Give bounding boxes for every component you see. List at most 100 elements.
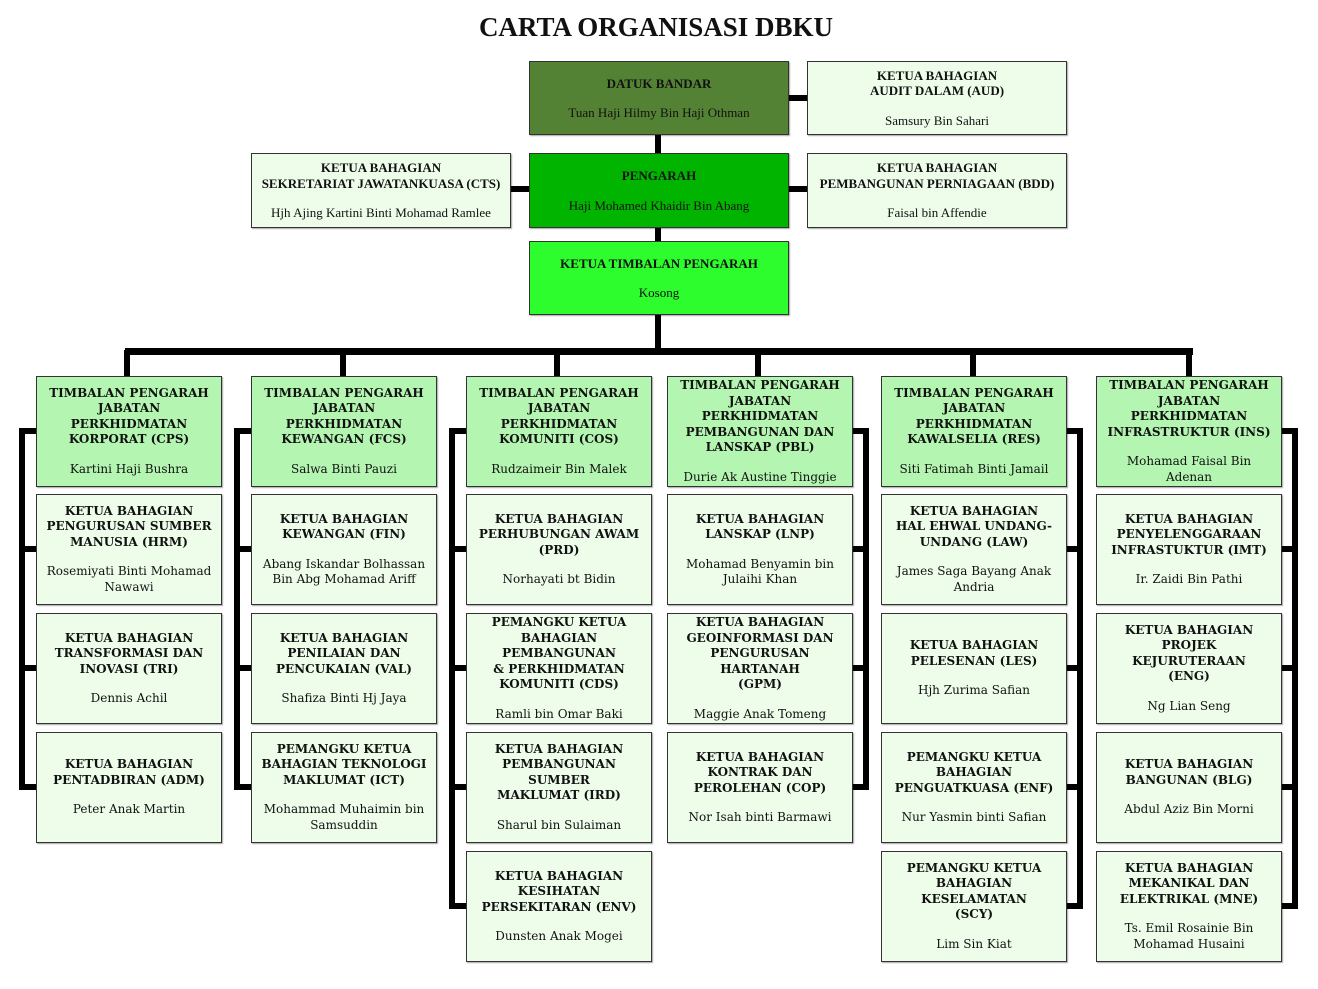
- connector-datuk-audit: [788, 95, 808, 101]
- connector-stub: [1067, 665, 1083, 671]
- node-division[interactable]: KETUA BAHAGIAN PENGURUSAN SUMBER MANUSIA…: [36, 494, 222, 605]
- node-audit[interactable]: KETUA BAHAGIAN AUDIT DALAM (AUD) Samsury…: [807, 61, 1067, 135]
- node-title: KETUA BAHAGIAN PERHUBUNGAN AWAM (PRD): [478, 511, 640, 557]
- node-name: Tuan Haji Hilmy Bin Haji Othman: [568, 105, 750, 120]
- connector-stub: [1282, 428, 1298, 434]
- node-name: Norhayati bt Bidin: [502, 572, 616, 586]
- connector-bus: [125, 348, 1193, 355]
- node-name: Kosong: [638, 285, 680, 300]
- node-division[interactable]: KETUA BAHAGIAN HAL EHWAL UNDANG- UNDANG …: [881, 494, 1067, 605]
- node-name: Dunsten Anak Mogei: [495, 929, 623, 943]
- node-name: Rudzaimeir Bin Malek: [491, 461, 627, 476]
- node-division[interactable]: KETUA BAHAGIAN PERHUBUNGAN AWAM (PRD) Nor…: [466, 494, 652, 605]
- connector-stub: [1067, 903, 1083, 909]
- connector-stub: [449, 784, 466, 790]
- node-cts[interactable]: KETUA BAHAGIAN SEKRETARIAT JAWATANKUASA …: [251, 153, 511, 228]
- node-name: Ir. Zaidi Bin Pathi: [1135, 572, 1243, 586]
- node-department-head[interactable]: TIMBALAN PENGARAH JABATAN PERKHIDMATAN K…: [251, 376, 437, 487]
- connector-bus-drop: [340, 350, 346, 377]
- node-title: KETUA BAHAGIAN KONTRAK DAN PEROLEHAN (CO…: [693, 749, 827, 795]
- node-name: Mohamad Faisal Bin Adenan: [1126, 454, 1252, 484]
- node-department-head[interactable]: TIMBALAN PENGARAH JABATAN PERKHIDMATAN K…: [466, 376, 652, 487]
- node-pengarah[interactable]: PENGARAH Haji Mohamed Khaidir Bin Abang: [529, 153, 789, 228]
- node-title: TIMBALAN PENGARAH JABATAN PERKHIDMATAN K…: [49, 385, 209, 447]
- connector-stub: [1067, 428, 1083, 434]
- node-title: KETUA BAHAGIAN BANGUNAN (BLG): [1124, 757, 1254, 787]
- node-department-head[interactable]: TIMBALAN PENGARAH JABATAN PERKHIDMATAN I…: [1096, 376, 1282, 487]
- node-department-head[interactable]: TIMBALAN PENGARAH JABATAN PERKHIDMATAN K…: [881, 376, 1067, 487]
- connector-pengarah-bdd: [788, 186, 808, 192]
- node-title: KETUA BAHAGIAN KESIHATAN PERSEKITARAN (E…: [481, 868, 637, 914]
- node-division[interactable]: KETUA BAHAGIAN PENILAIAN DAN PENCUKAIAN …: [251, 613, 437, 724]
- node-name: Salwa Binti Pauzi: [291, 461, 397, 476]
- node-name: Peter Anak Martin: [72, 802, 186, 817]
- node-department-head[interactable]: TIMBALAN PENGARAH JABATAN PERKHIDMATAN K…: [36, 376, 222, 487]
- node-bdd[interactable]: KETUA BAHAGIAN PEMBANGUNAN PERNIAGAAN (B…: [807, 153, 1067, 228]
- connector-stub: [19, 428, 36, 434]
- connector-stub: [449, 903, 466, 909]
- node-division[interactable]: PEMANGKU KETUA BAHAGIAN PENGUATKUASA (EN…: [881, 732, 1067, 843]
- node-name: Sharul bin Sulaiman: [496, 817, 622, 832]
- node-title: TIMBALAN PENGARAH JABATAN PERKHIDMATAN K…: [894, 385, 1054, 447]
- node-division[interactable]: KETUA BAHAGIAN PROJEK KEJURUTERAAN (ENG)…: [1096, 613, 1282, 724]
- node-ketua-timbalan-pengarah[interactable]: KETUA TIMBALAN PENGARAH Kosong: [529, 241, 789, 315]
- node-datuk-bandar[interactable]: DATUK BANDAR Tuan Haji Hilmy Bin Haji Ot…: [529, 61, 789, 135]
- node-title: PEMANGKU KETUA BAHAGIAN KESELAMATAN (SCY…: [906, 860, 1042, 922]
- connector-stub: [449, 428, 466, 434]
- node-division[interactable]: KETUA BAHAGIAN GEOINFORMASI DAN PENGURUS…: [667, 613, 853, 724]
- connector-stub: [1282, 546, 1298, 552]
- node-name: Durie Ak Austine Tinggie: [683, 469, 837, 484]
- node-name: Ts. Emil Rosainie Bin Mohamad Husaini: [1124, 921, 1254, 951]
- node-title: KETUA BAHAGIAN MEKANIKAL DAN ELEKTRIKAL …: [1119, 860, 1259, 906]
- node-name: James Saga Bayang Anak Andria: [896, 564, 1052, 594]
- node-name: Hjh Zurima Safian: [918, 683, 1030, 698]
- node-title: KETUA BAHAGIAN PENTADBIRAN (ADM): [53, 757, 205, 787]
- node-division[interactable]: KETUA BAHAGIAN KONTRAK DAN PEROLEHAN (CO…: [667, 732, 853, 843]
- node-name: Ramli bin Omar Baki: [495, 706, 623, 721]
- node-title: PEMANGKU KETUA BAHAGIAN TEKNOLOGI MAKLUM…: [261, 741, 427, 787]
- node-division[interactable]: PEMANGKU KETUA BAHAGIAN PEMBANGUNAN & PE…: [466, 613, 652, 724]
- node-division[interactable]: KETUA BAHAGIAN MEKANIKAL DAN ELEKTRIKAL …: [1096, 851, 1282, 962]
- node-title: KETUA BAHAGIAN LANSKAP (LNP): [695, 511, 825, 542]
- connector-stub: [19, 546, 36, 552]
- node-division[interactable]: PEMANGKU KETUA BAHAGIAN KESELAMATAN (SCY…: [881, 851, 1067, 962]
- node-title: PEMANGKU KETUA BAHAGIAN PENGUATKUASA (EN…: [894, 749, 1054, 795]
- node-name: Lim Sin Kiat: [936, 936, 1012, 951]
- node-division[interactable]: KETUA BAHAGIAN BANGUNAN (BLG)Abdul Aziz …: [1096, 732, 1282, 843]
- connector-stub: [234, 784, 251, 790]
- node-title: KETUA BAHAGIAN PENILAIAN DAN PENCUKAIAN …: [276, 630, 412, 676]
- node-title: KETUA BAHAGIAN PROJEK KEJURUTERAAN (ENG): [1124, 622, 1254, 684]
- node-division[interactable]: KETUA BAHAGIAN PELESENAN (LES)Hjh Zurima…: [881, 613, 1067, 724]
- connector-stub: [1067, 784, 1083, 790]
- node-division[interactable]: KETUA BAHAGIAN KESIHATAN PERSEKITARAN (E…: [466, 851, 652, 962]
- node-title: TIMBALAN PENGARAH JABATAN PERKHIDMATAN P…: [680, 378, 840, 454]
- node-title: KETUA BAHAGIAN TRANSFORMASI DAN INOVASI …: [54, 630, 204, 676]
- connector-stub: [853, 546, 869, 552]
- node-department-head[interactable]: TIMBALAN PENGARAH JABATAN PERKHIDMATAN P…: [667, 376, 853, 487]
- connector-stub: [449, 546, 466, 552]
- node-name: Kartini Haji Bushra: [69, 461, 189, 476]
- connector-spine: [19, 428, 25, 790]
- connector-bus-drop: [1186, 350, 1192, 377]
- node-title: KETUA BAHAGIAN PENGURUSAN SUMBER MANUSIA…: [46, 503, 212, 549]
- node-division[interactable]: KETUA BAHAGIAN PENTADBIRAN (ADM) Peter An…: [36, 732, 222, 843]
- connector-stub: [1282, 784, 1298, 790]
- node-title: PEMANGKU KETUA BAHAGIAN PEMBANGUNAN & PE…: [491, 615, 627, 691]
- node-division[interactable]: KETUA BAHAGIAN PEMBANGUNAN SUMBER MAKLUM…: [466, 732, 652, 843]
- node-title: DATUK BANDAR: [606, 75, 712, 91]
- node-name: Abang Iskandar Bolhassan Bin Abg Mohamad…: [262, 556, 426, 587]
- node-name: Shafiza Binti Hj Jaya: [281, 691, 407, 705]
- node-title: KETUA BAHAGIAN GEOINFORMASI DAN PENGURUS…: [686, 615, 834, 691]
- node-name: Hjh Ajing Kartini Binti Mohamad Ramlee: [271, 205, 491, 221]
- node-division[interactable]: KETUA BAHAGIAN LANSKAP (LNP)Mohamad Beny…: [667, 494, 853, 605]
- node-division[interactable]: KETUA BAHAGIAN TRANSFORMASI DAN INOVASI …: [36, 613, 222, 724]
- connector-stub: [853, 665, 869, 671]
- connector-bus-drop: [970, 350, 976, 377]
- connector-stub: [449, 665, 466, 671]
- node-division[interactable]: KETUA BAHAGIAN PENYELENGGARAAN INFRASTUK…: [1096, 494, 1282, 605]
- node-division[interactable]: KETUA BAHAGIAN KEWANGAN (FIN)Abang Iskan…: [251, 494, 437, 605]
- node-name: Faisal bin Affendie: [887, 205, 987, 221]
- node-division[interactable]: PEMANGKU KETUA BAHAGIAN TEKNOLOGI MAKLUM…: [251, 732, 437, 843]
- connector-stub: [853, 428, 869, 434]
- node-name: Nor Isah binti Barmawi: [688, 810, 832, 824]
